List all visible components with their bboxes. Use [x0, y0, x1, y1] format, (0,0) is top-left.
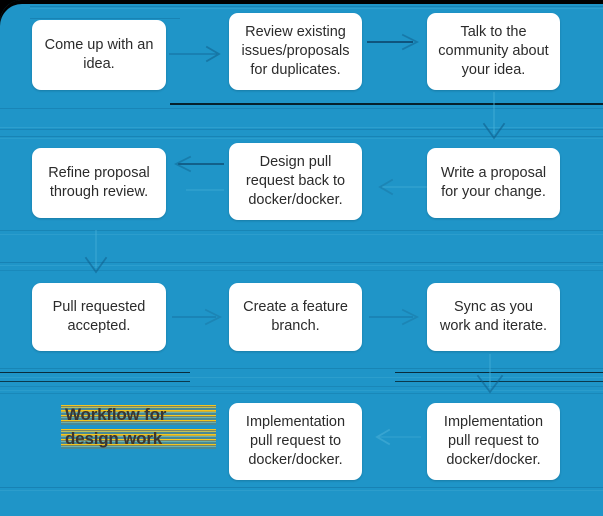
connector-n1-n2 — [167, 42, 229, 66]
connector-n3-n6 — [466, 90, 526, 152]
artifact-band — [0, 262, 603, 263]
workflow-caption-line-2: design work — [60, 427, 217, 451]
node-implementation-pr-left[interactable]: Implementation pull request to docker/do… — [229, 403, 362, 480]
connector-n6-n5 — [370, 175, 432, 199]
top-letterbox-strip — [0, 0, 603, 4]
node-design-pull-request[interactable]: Design pull request back to docker/docke… — [229, 143, 362, 220]
artifact-band — [0, 390, 603, 391]
node-implementation-pr-right[interactable]: Implementation pull request to docker/do… — [427, 403, 560, 480]
artifact-band — [0, 490, 603, 491]
artifact-band — [0, 108, 603, 109]
node-label: Pull requested accepted. — [52, 299, 146, 334]
canvas-corner-mask — [0, 0, 30, 34]
artifact-band — [0, 234, 603, 235]
node-label: Implementation pull request to docker/do… — [245, 414, 346, 468]
connector-n2-n3 — [365, 32, 427, 56]
artifact-band — [0, 6, 603, 7]
node-write-a-proposal[interactable]: Write a proposal for your change. — [427, 148, 560, 218]
workflow-caption-line-1: Workflow for — [60, 403, 217, 427]
artifact-band — [0, 377, 603, 378]
node-label: Come up with an idea. — [44, 37, 154, 72]
connector-n4-n7 — [68, 228, 128, 284]
artifact-band — [395, 381, 603, 382]
artifact-band — [0, 393, 603, 394]
artifact-band — [0, 368, 603, 369]
node-label: Design pull request back to docker/docke… — [245, 154, 346, 208]
artifact-band — [0, 265, 603, 266]
node-pull-requested-accepted[interactable]: Pull requested accepted. — [32, 283, 166, 351]
workflow-caption: Workflow for design work — [60, 403, 217, 451]
artifact-band — [395, 372, 603, 373]
node-sync-as-you-work[interactable]: Sync as you work and iterate. — [427, 283, 560, 351]
node-label: Write a proposal for your change. — [440, 165, 547, 200]
artifact-band — [0, 386, 603, 387]
artifact-band — [0, 381, 190, 382]
artifact-band — [0, 230, 603, 231]
connector-n5-n4 — [168, 150, 230, 198]
node-review-existing-issues[interactable]: Review existing issues/proposals for dup… — [229, 13, 362, 90]
connector-n7-n8 — [168, 305, 230, 329]
node-label: Implementation pull request to docker/do… — [443, 414, 544, 468]
node-label: Review existing issues/proposals for dup… — [241, 24, 350, 78]
node-label: Sync as you work and iterate. — [439, 299, 548, 334]
artifact-band — [0, 127, 603, 128]
node-refine-proposal[interactable]: Refine proposal through review. — [32, 148, 166, 218]
node-create-feature-branch[interactable]: Create a feature branch. — [229, 283, 362, 351]
connector-n11-n10 — [365, 425, 427, 449]
connector-n9-n11 — [462, 352, 522, 408]
artifact-band — [0, 136, 603, 137]
node-talk-to-community[interactable]: Talk to the community about your idea. — [427, 13, 560, 90]
node-label: Talk to the community about your idea. — [438, 24, 549, 78]
node-label: Refine proposal through review. — [48, 165, 150, 200]
artifact-band — [0, 487, 603, 488]
artifact-band — [0, 372, 190, 373]
artifact-band — [0, 8, 603, 9]
artifact-band — [0, 270, 603, 271]
connector-n8-n9 — [365, 305, 427, 329]
node-label: Create a feature branch. — [243, 299, 348, 334]
node-come-up-with-idea[interactable]: Come up with an idea. — [32, 20, 166, 90]
artifact-band — [170, 103, 603, 105]
artifact-band — [0, 129, 603, 130]
artifact-band — [0, 138, 603, 139]
